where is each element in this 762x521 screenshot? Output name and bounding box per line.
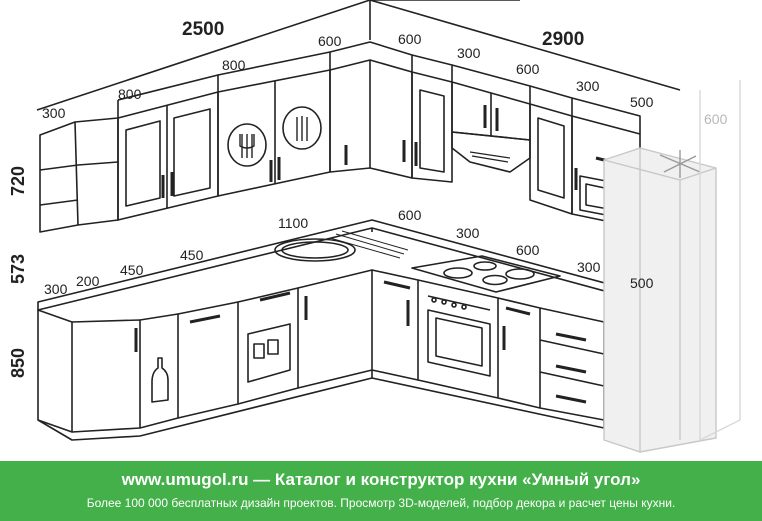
kitchen-drawing: 2500 2900 300 800 800 600 600 300 600 30… bbox=[8, 0, 741, 453]
upper-cabinets-left bbox=[39, 41, 413, 233]
left-wall bbox=[36, 0, 520, 111]
fridge-ghost bbox=[603, 80, 741, 453]
dim-counter-right-3: 600 bbox=[516, 242, 540, 258]
dim-left-total: 2500 bbox=[182, 19, 224, 40]
dim-upper-right-4: 300 bbox=[576, 78, 600, 94]
right-wall bbox=[369, 0, 681, 91]
dim-counter-right-4: 300 bbox=[577, 259, 601, 275]
dim-counter-left-5: 1100 bbox=[278, 215, 308, 231]
dim-counter-right-5: 500 bbox=[630, 275, 654, 291]
dim-upper-left-3: 800 bbox=[222, 57, 246, 73]
dim-height-base: 850 bbox=[8, 348, 28, 378]
dim-counter-right-2: 300 bbox=[456, 225, 480, 241]
banner-subtitle: Более 100 000 бесплатных дизайн проектов… bbox=[86, 496, 676, 510]
dim-counter-right-1: 600 bbox=[398, 207, 422, 223]
dim-upper-left-4: 600 bbox=[318, 33, 342, 49]
dim-height-upper: 720 bbox=[8, 166, 28, 196]
dim-upper-left-1: 300 bbox=[42, 105, 66, 121]
banner-title[interactable]: www.umugol.ru — Каталог и конструктор ку… bbox=[121, 470, 641, 489]
dim-counter-left-1: 300 bbox=[44, 281, 68, 297]
dim-right-total: 2900 bbox=[542, 29, 584, 50]
dim-counter-left-2: 200 bbox=[76, 273, 100, 289]
dim-upper-right-3: 600 bbox=[516, 61, 540, 77]
dim-upper-right-5: 500 bbox=[630, 94, 654, 110]
dim-fridge: 600 bbox=[704, 111, 728, 127]
base-cabinets-left bbox=[37, 269, 373, 441]
dim-upper-right-2: 300 bbox=[457, 45, 481, 61]
footer-banner[interactable]: www.umugol.ru — Каталог и конструктор ку… bbox=[0, 461, 762, 521]
base-cabinets-right bbox=[371, 269, 605, 429]
dim-counter-left-3: 450 bbox=[120, 262, 144, 278]
dim-upper-left-2: 800 bbox=[118, 86, 142, 102]
dim-counter-left-4: 450 bbox=[180, 247, 204, 263]
dim-upper-right-1: 600 bbox=[398, 31, 422, 47]
dim-height-gap: 573 bbox=[8, 254, 28, 284]
